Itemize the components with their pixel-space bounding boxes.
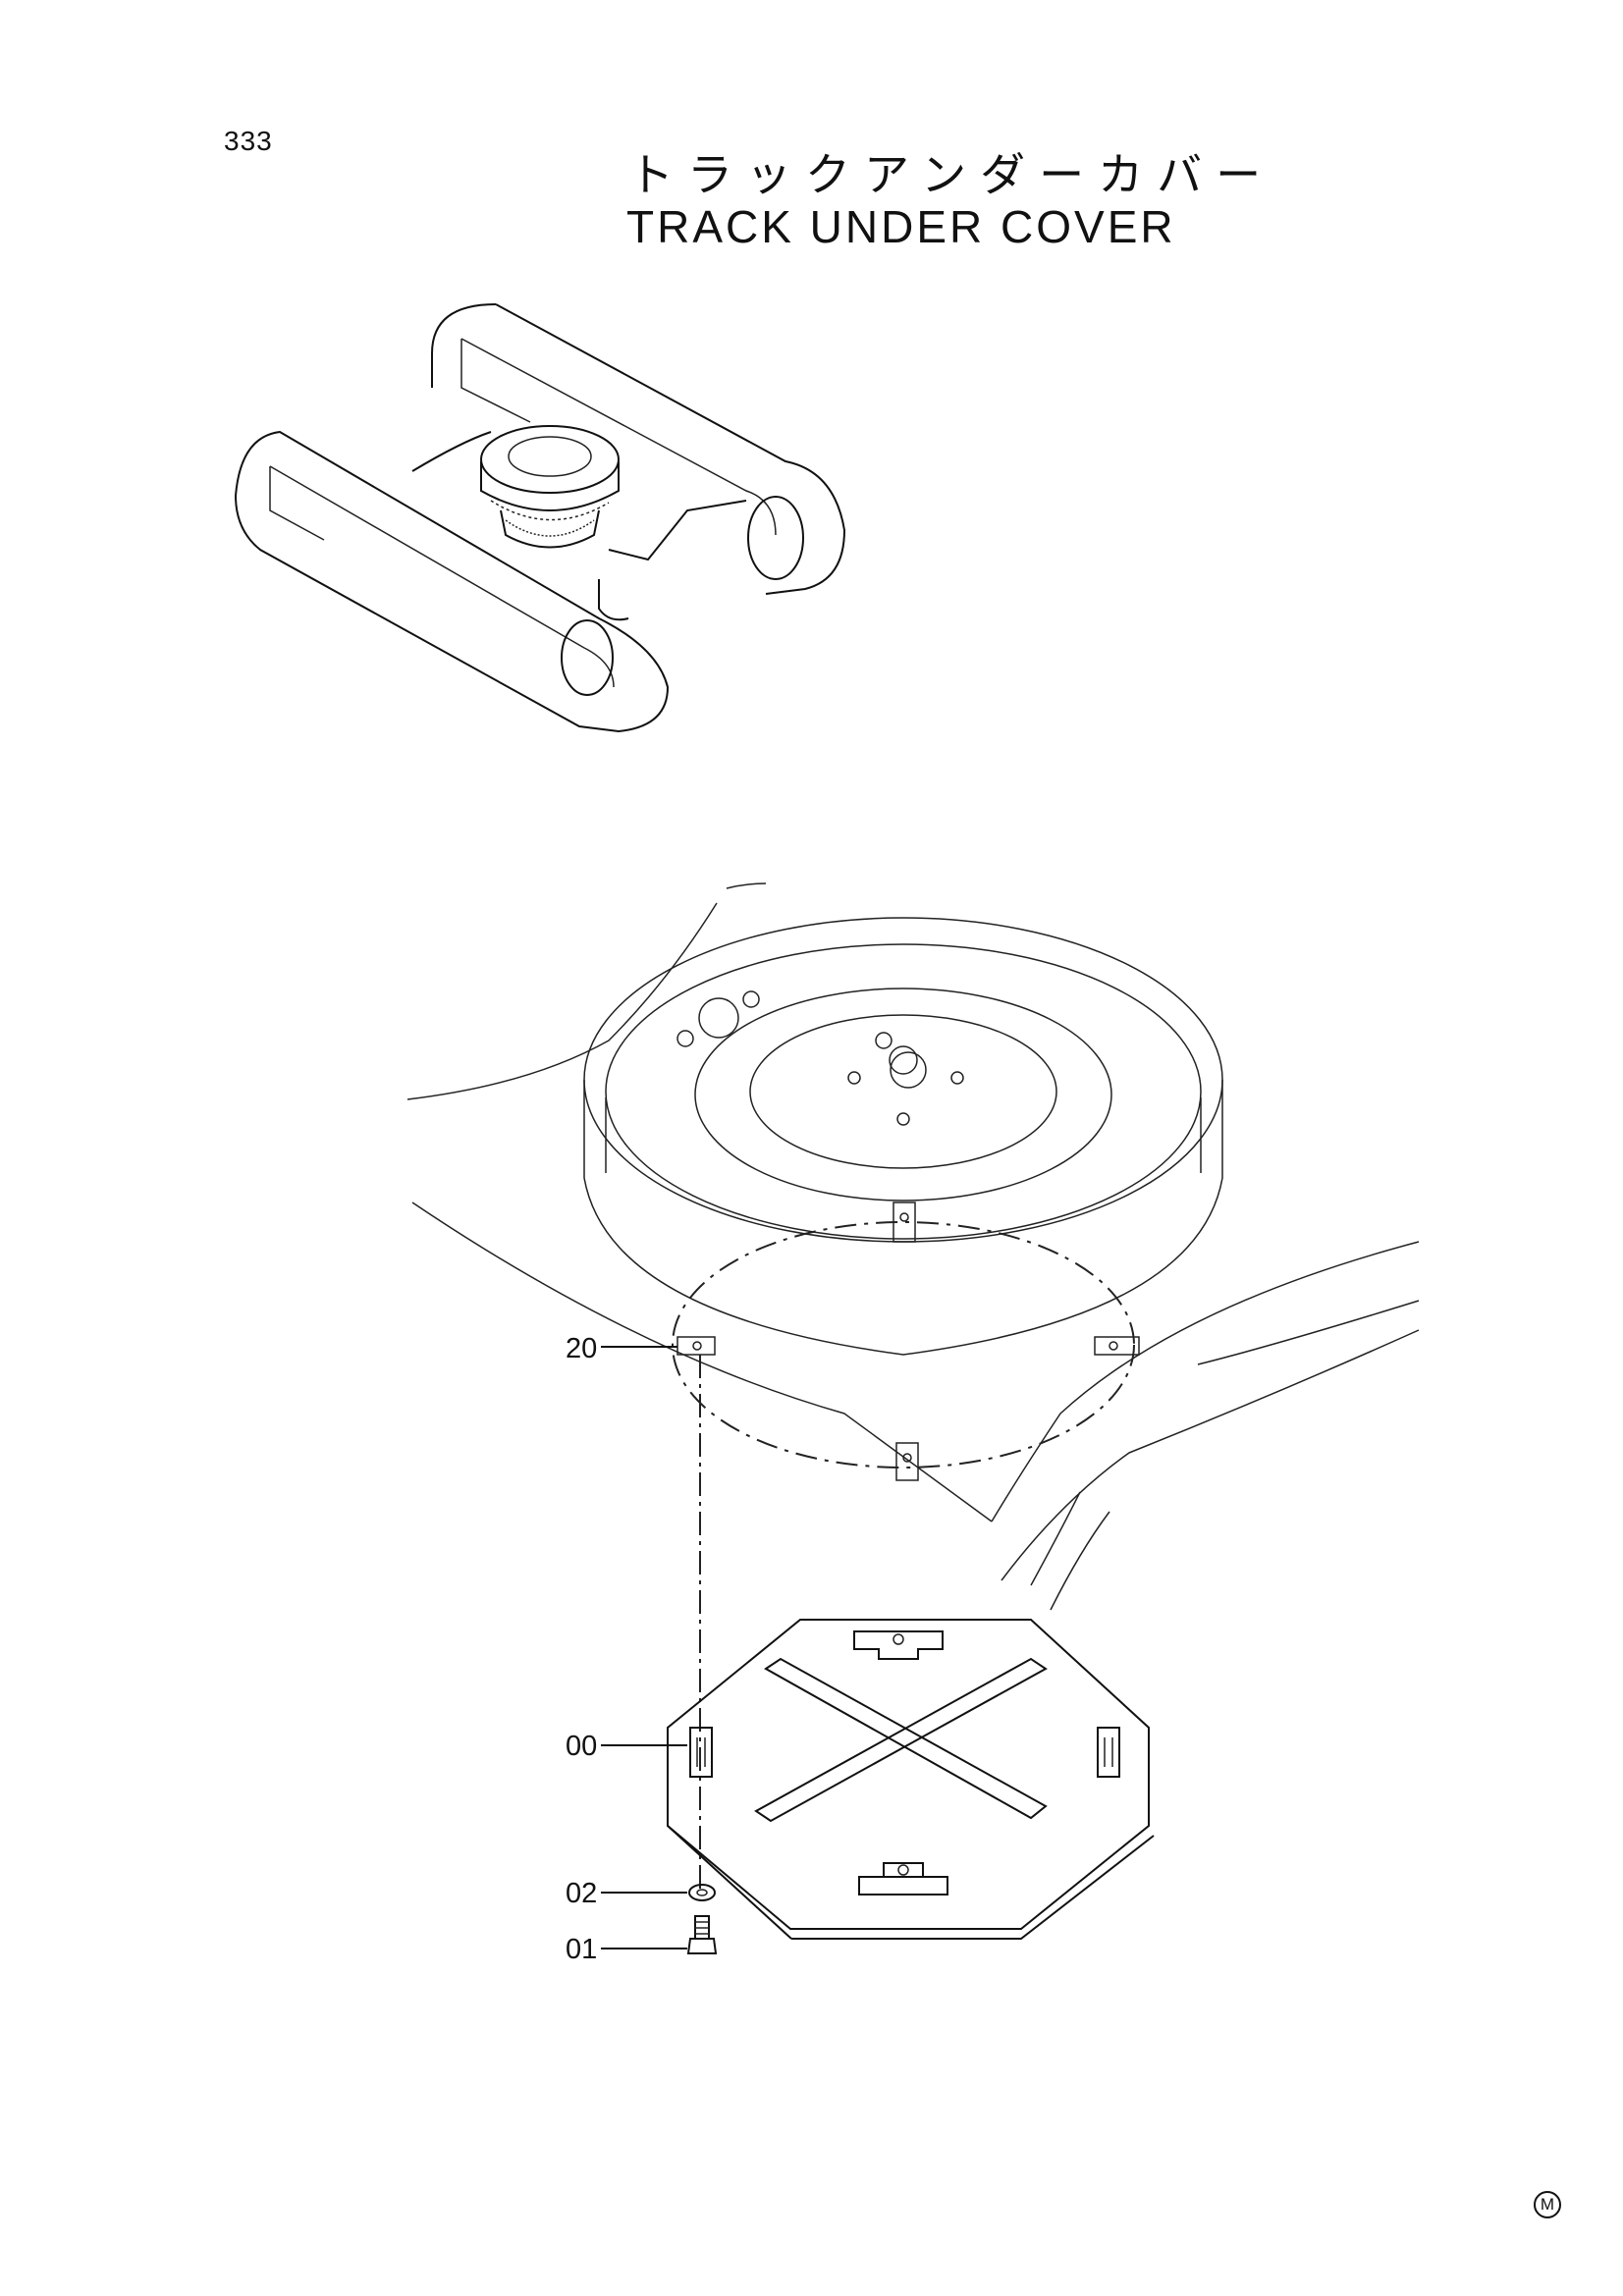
washer bbox=[688, 1884, 716, 1901]
upper-structure-outline bbox=[406, 882, 1420, 1611]
bolt bbox=[686, 1915, 718, 1954]
page-number: 333 bbox=[224, 126, 273, 156]
title-english: TRACK UNDER COVER bbox=[626, 201, 1176, 252]
callout-02: 02 bbox=[566, 1878, 598, 1909]
track-under-cover-plate bbox=[667, 1619, 1155, 1940]
callout-01: 01 bbox=[566, 1934, 598, 1965]
callout-20: 20 bbox=[566, 1333, 598, 1364]
undercarriage-overview bbox=[234, 303, 846, 733]
callout-00: 00 bbox=[566, 1731, 598, 1762]
mounting-brackets bbox=[672, 1201, 1140, 1481]
title-japanese: トラックアンダーカバー bbox=[628, 148, 1275, 201]
corner-mark: M bbox=[1534, 2191, 1561, 2218]
swing-bearing-ring bbox=[583, 917, 1223, 1356]
